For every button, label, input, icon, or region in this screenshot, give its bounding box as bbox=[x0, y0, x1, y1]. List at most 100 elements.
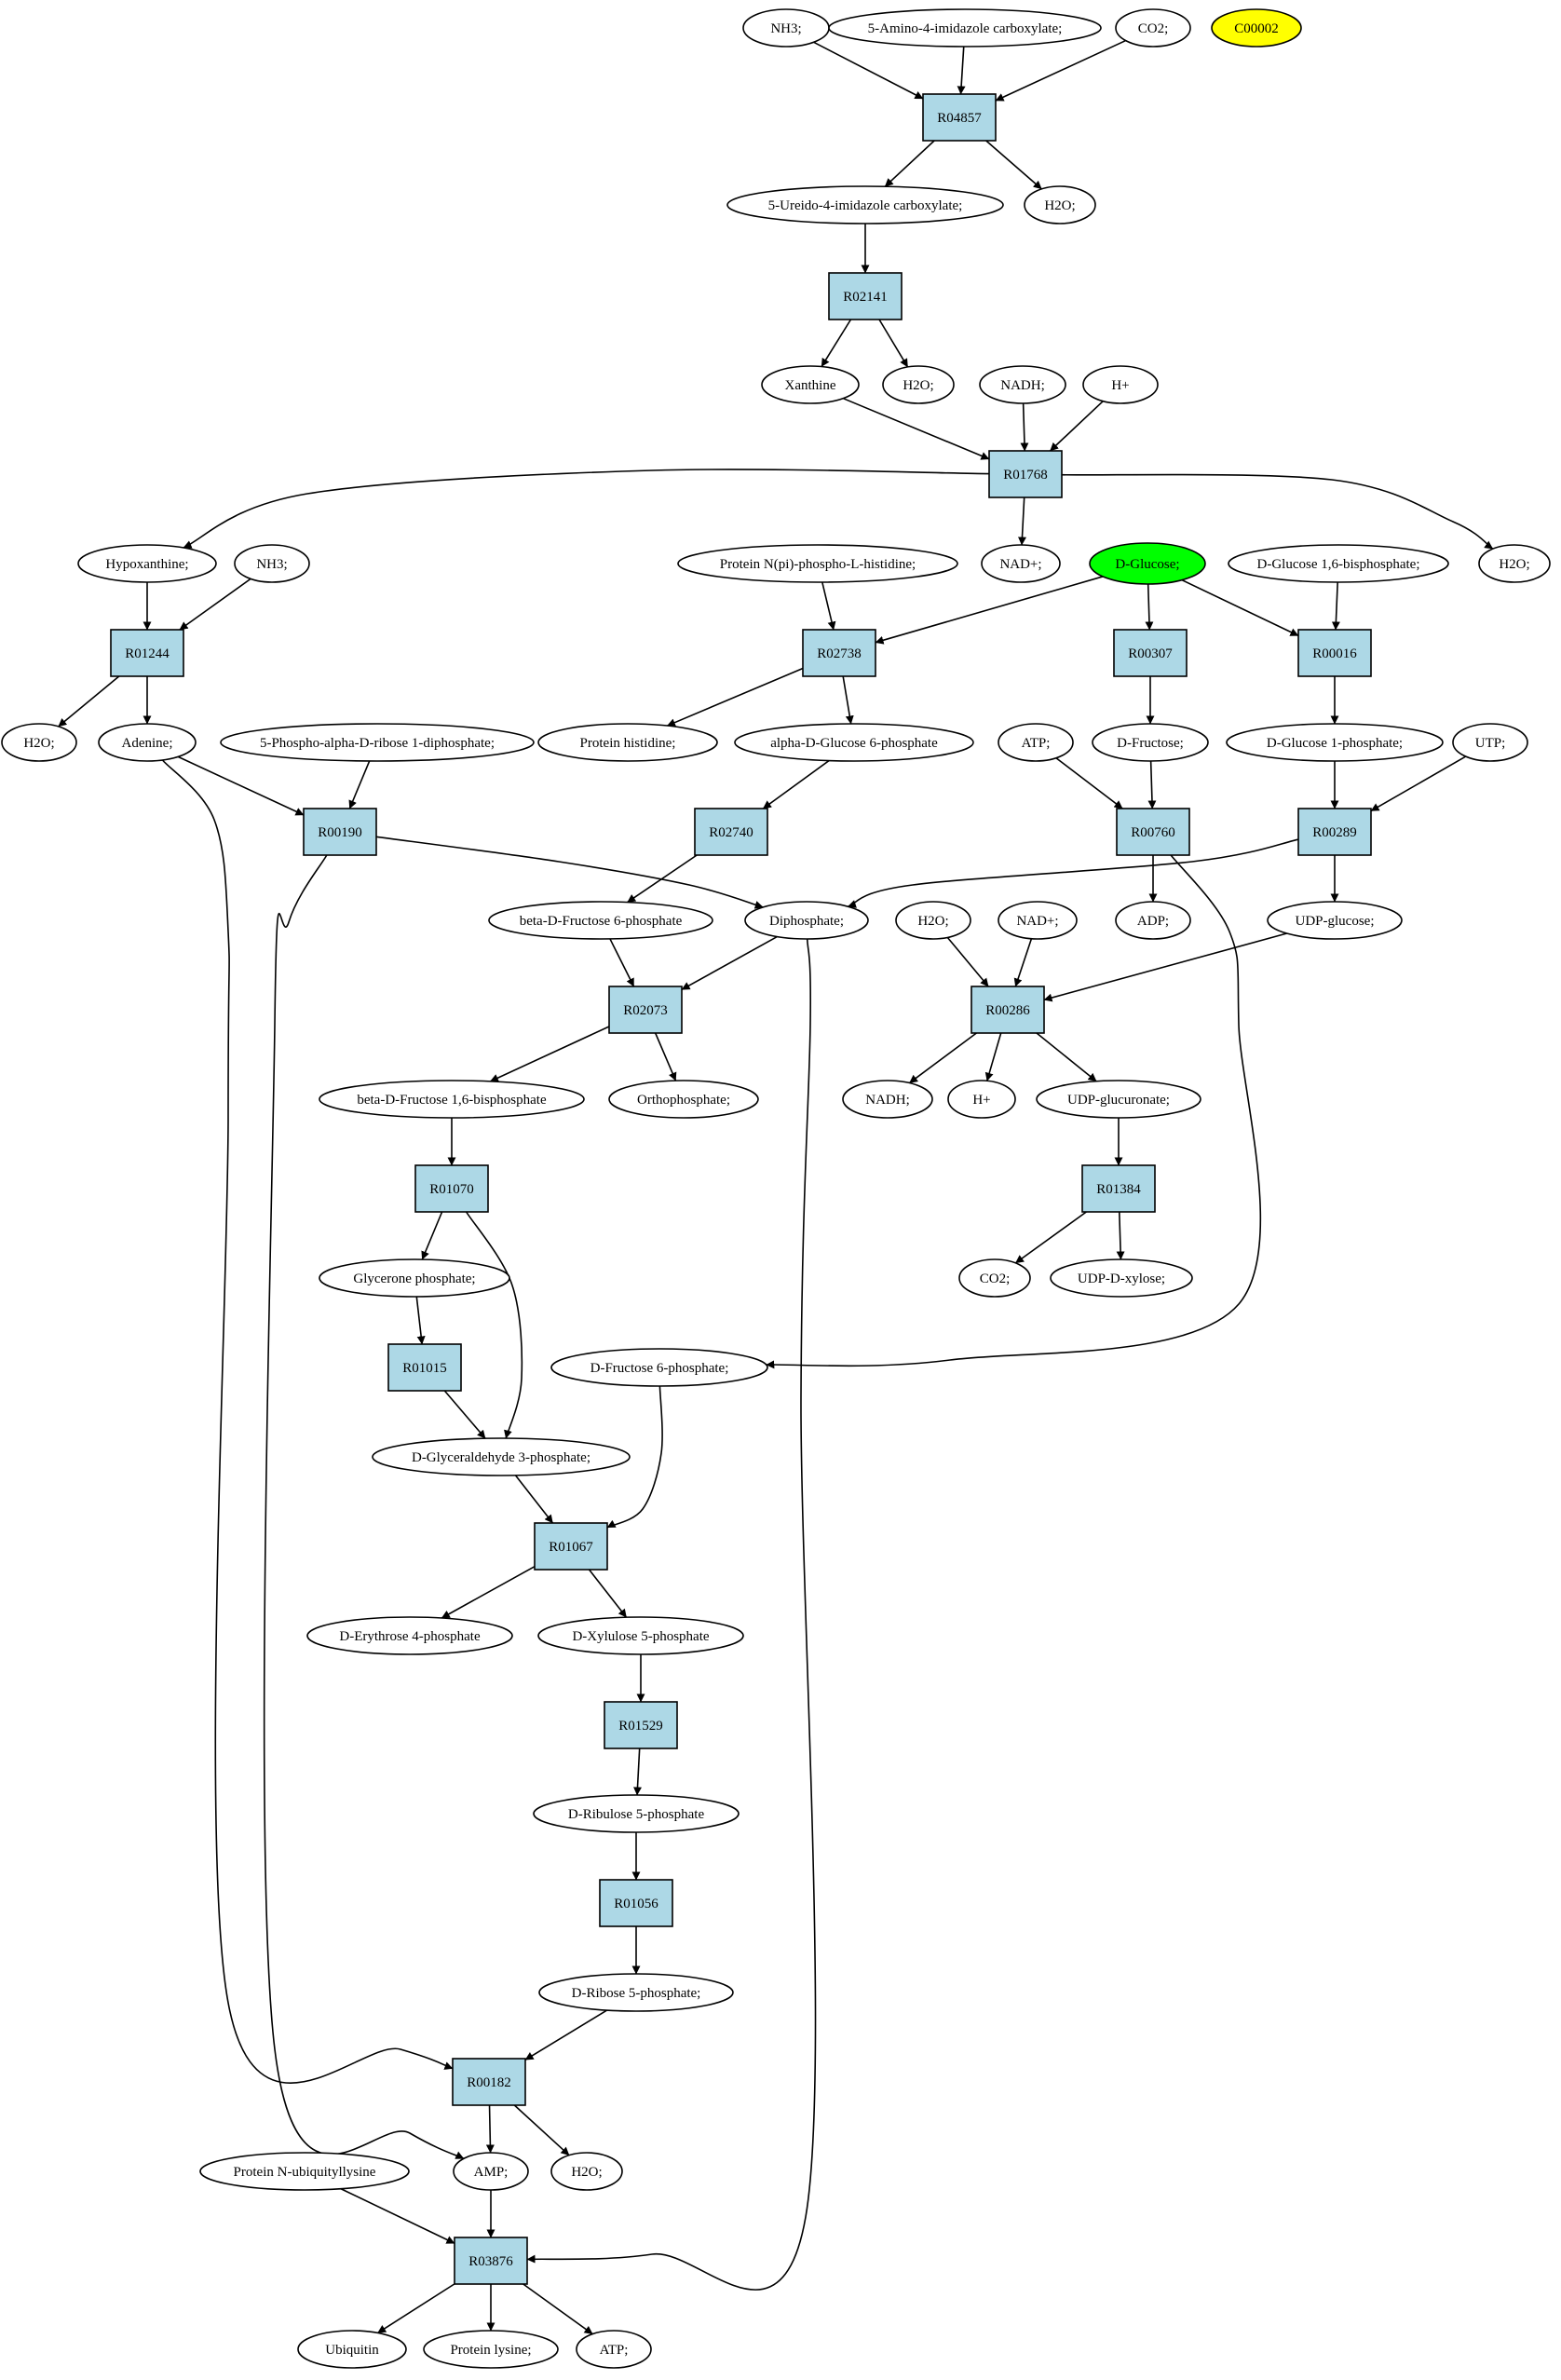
compound-node-c_dfructose[interactable]: D-Fructose; bbox=[1092, 723, 1209, 762]
compound-node-c_nadplus_1[interactable]: NAD+; bbox=[981, 544, 1061, 583]
compound-node-c_co2_2[interactable]: CO2; bbox=[958, 1258, 1031, 1298]
compound-node-c_nh3_2[interactable]: NH3; bbox=[234, 544, 310, 583]
reaction-node-r01384[interactable]: R01384 bbox=[1081, 1164, 1156, 1213]
compound-ellipse bbox=[947, 1080, 1016, 1119]
compound-node-c_nadplus_2[interactable]: NAD+; bbox=[998, 901, 1078, 940]
compound-node-c_de4p[interactable]: D-Erythrose 4-phosphate bbox=[306, 1616, 513, 1655]
compound-node-c_prot_nubiq[interactable]: Protein N-ubiquityllysine bbox=[199, 2152, 410, 2191]
edge-r02073-to-c_bdf16bp bbox=[490, 1026, 610, 1082]
compound-node-c_prot_lys[interactable]: Protein lysine; bbox=[423, 2330, 559, 2369]
reaction-node-r02141[interactable]: R02141 bbox=[828, 272, 903, 320]
node-label: 5-Phospho-alpha-D-ribose 1-diphosphate; bbox=[260, 736, 495, 751]
compound-node-c_dr5p[interactable]: D-Ribose 5-phosphate; bbox=[538, 1973, 734, 2012]
reaction-node-r01056[interactable]: R01056 bbox=[599, 1879, 673, 1927]
compound-node-c_glyceronep[interactable]: Glycerone phosphate; bbox=[319, 1258, 510, 1298]
reaction-node-r01768[interactable]: R01768 bbox=[988, 450, 1063, 498]
compound-node-c_nadh_2[interactable]: NADH; bbox=[842, 1080, 933, 1119]
compound-ellipse bbox=[423, 2330, 559, 2369]
reaction-node-r00286[interactable]: R00286 bbox=[971, 986, 1045, 1034]
reaction-node-r00307[interactable]: R00307 bbox=[1113, 629, 1188, 677]
compound-node-c_h2o_6[interactable]: H2O; bbox=[550, 2152, 623, 2191]
compound-node-c_hplus_1[interactable]: H+ bbox=[1082, 365, 1159, 404]
reaction-node-r02073[interactable]: R02073 bbox=[608, 986, 683, 1034]
compound-ellipse bbox=[576, 2330, 652, 2369]
reaction-node-r00289[interactable]: R00289 bbox=[1297, 808, 1372, 856]
compound-node-c_adenine[interactable]: Adenine; bbox=[98, 723, 197, 762]
compound-ellipse bbox=[1082, 365, 1159, 404]
compound-node-c_udpglucose[interactable]: UDP-glucose; bbox=[1267, 901, 1403, 940]
node-label: UDP-glucose; bbox=[1296, 914, 1375, 929]
compound-node-c_nadh_1[interactable]: NADH; bbox=[979, 365, 1066, 404]
reaction-node-r00760[interactable]: R00760 bbox=[1116, 808, 1190, 856]
compound-node-c_h2o_4[interactable]: H2O; bbox=[1, 723, 77, 762]
compound-node-c00002[interactable]: C00002 bbox=[1211, 8, 1302, 48]
reaction-node-r02738[interactable]: R02738 bbox=[802, 629, 876, 677]
compound-node-c_h2o_1[interactable]: H2O; bbox=[1024, 185, 1096, 224]
compound-node-c_co2_top[interactable]: CO2; bbox=[1115, 8, 1191, 48]
compound-node-c_adp[interactable]: ADP; bbox=[1115, 901, 1191, 940]
compound-node-c_ubiquitin[interactable]: Ubiquitin bbox=[297, 2330, 407, 2369]
reaction-box bbox=[988, 450, 1063, 498]
compound-node-c_udpxylose[interactable]: UDP-D-xylose; bbox=[1050, 1258, 1193, 1298]
compound-node-c_h2o_5[interactable]: H2O; bbox=[895, 901, 971, 940]
compound-ellipse bbox=[1452, 723, 1528, 762]
reaction-node-r01067[interactable]: R01067 bbox=[534, 1522, 608, 1571]
node-label: R01384 bbox=[1096, 1182, 1141, 1197]
node-label: NADH; bbox=[865, 1093, 910, 1108]
reaction-node-r01529[interactable]: R01529 bbox=[604, 1701, 678, 1749]
edge-c_diphosphate-to-r03876 bbox=[526, 938, 817, 2291]
edge-r01015-to-c_dga3p bbox=[443, 1390, 486, 1439]
reaction-node-r01070[interactable]: R01070 bbox=[414, 1164, 489, 1213]
reaction-node-r04857[interactable]: R04857 bbox=[922, 93, 997, 142]
compound-node-c_aica[interactable]: 5-Amino-4-imidazole carboxylate; bbox=[828, 8, 1102, 48]
compound-node-c_nh3_top[interactable]: NH3; bbox=[742, 8, 830, 48]
compound-node-c_ureido[interactable]: 5-Ureido-4-imidazole carboxylate; bbox=[726, 185, 1004, 224]
compound-ellipse bbox=[608, 1080, 759, 1119]
reaction-node-r01244[interactable]: R01244 bbox=[110, 629, 184, 677]
node-label: Protein N(pi)-phospho-L-histidine; bbox=[720, 557, 916, 572]
compound-node-c_hypoxanthine[interactable]: Hypoxanthine; bbox=[77, 544, 217, 583]
compound-node-c_bdf6p[interactable]: beta-D-Fructose 6-phosphate bbox=[488, 901, 713, 940]
edge-r01768-to-c_nadplus_1 bbox=[1017, 496, 1026, 546]
edge-r01768-to-c_h2o_3 bbox=[1061, 473, 1494, 550]
compound-node-c_protein_nphos[interactable]: Protein N(pi)-phospho-L-histidine; bbox=[677, 544, 958, 583]
compound-node-c_utp[interactable]: UTP; bbox=[1452, 723, 1528, 762]
compound-node-c_dglc1p[interactable]: D-Glucose 1-phosphate; bbox=[1226, 723, 1444, 762]
compound-node-c_amp[interactable]: AMP; bbox=[453, 2152, 529, 2191]
compound-node-c_atp_1[interactable]: ATP; bbox=[998, 723, 1074, 762]
compound-node-c_h2o_2[interactable]: H2O; bbox=[882, 365, 955, 404]
compound-node-c_diphosphate[interactable]: Diphosphate; bbox=[744, 901, 869, 940]
compound-ellipse bbox=[744, 901, 869, 940]
edge-r03876-to-c_ubiquitin bbox=[377, 2283, 455, 2334]
reaction-node-r00190[interactable]: R00190 bbox=[303, 808, 377, 856]
reaction-node-r03876[interactable]: R03876 bbox=[454, 2237, 528, 2285]
compound-node-c_prot_his[interactable]: Protein histidine; bbox=[537, 723, 718, 762]
compound-node-c_dglc16bp[interactable]: D-Glucose 1,6-bisphosphate; bbox=[1228, 544, 1449, 583]
compound-node-c_atp_2[interactable]: ATP; bbox=[576, 2330, 652, 2369]
edge-r02141-to-c_h2o_2 bbox=[878, 319, 909, 368]
compound-node-c_udpglcA[interactable]: UDP-glucuronate; bbox=[1036, 1080, 1201, 1119]
compound-node-c_prpp[interactable]: 5-Phospho-alpha-D-ribose 1-diphosphate; bbox=[220, 723, 535, 762]
compound-node-c_xanthine[interactable]: Xanthine bbox=[761, 365, 860, 404]
compound-node-c_h2o_3[interactable]: H2O; bbox=[1478, 544, 1551, 583]
reaction-node-r02740[interactable]: R02740 bbox=[694, 808, 768, 856]
compound-node-c_dga3p[interactable]: D-Glyceraldehyde 3-phosphate; bbox=[372, 1437, 631, 1476]
compound-node-c_df6p[interactable]: D-Fructose 6-phosphate; bbox=[550, 1348, 768, 1387]
edge-r02141-to-c_xanthine bbox=[821, 319, 852, 367]
compound-node-c_bdf16bp[interactable]: beta-D-Fructose 1,6-bisphosphate bbox=[319, 1080, 585, 1119]
node-label: C00002 bbox=[1234, 21, 1279, 36]
compound-node-c_orthophosphate[interactable]: Orthophosphate; bbox=[608, 1080, 759, 1119]
reaction-node-r01015[interactable]: R01015 bbox=[387, 1343, 462, 1392]
compound-node-c_dru5p[interactable]: D-Ribulose 5-phosphate bbox=[533, 1794, 740, 1833]
reaction-node-r00016[interactable]: R00016 bbox=[1297, 629, 1372, 677]
node-label: D-Glyceraldehyde 3-phosphate; bbox=[412, 1450, 590, 1465]
compound-ellipse bbox=[1115, 901, 1191, 940]
node-label: R01067 bbox=[549, 1540, 593, 1555]
edge-r01070-to-c_dga3p bbox=[465, 1211, 523, 1439]
reaction-node-r00182[interactable]: R00182 bbox=[452, 2058, 526, 2106]
compound-node-c_agluc6p[interactable]: alpha-D-Glucose 6-phosphate bbox=[734, 723, 974, 762]
compound-node-c_dglucose[interactable]: D-Glucose; bbox=[1089, 542, 1206, 585]
reaction-box bbox=[608, 986, 683, 1034]
compound-node-c_dx5p[interactable]: D-Xylulose 5-phosphate bbox=[537, 1616, 744, 1655]
compound-node-c_hplus_2[interactable]: H+ bbox=[947, 1080, 1016, 1119]
